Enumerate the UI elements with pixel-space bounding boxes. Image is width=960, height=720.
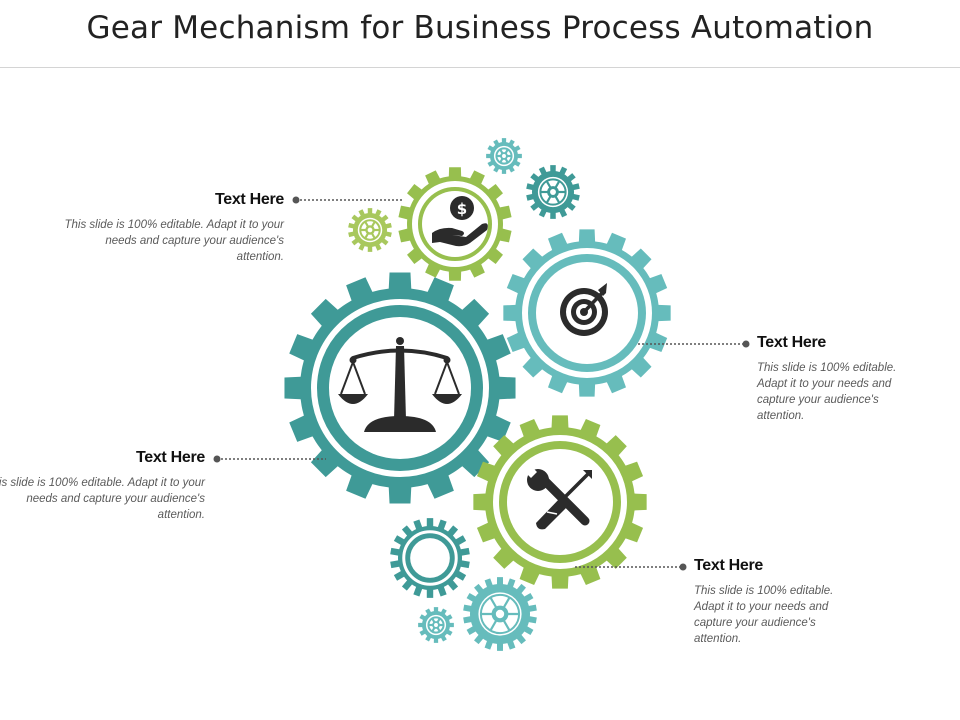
callout-body: This slide is 100% editable. Adapt it to… bbox=[0, 477, 205, 521]
callout-body: This slide is 100% editable. Adapt it to… bbox=[757, 362, 897, 422]
target-icon bbox=[560, 283, 608, 336]
callout-heading: Text Here bbox=[757, 334, 827, 351]
callout-bottom-right: Text Here This slide is 100% editable. A… bbox=[694, 557, 844, 647]
callout-right: Text Here This slide is 100% editable. A… bbox=[757, 334, 907, 424]
gear-small-teal-right bbox=[526, 165, 580, 219]
page-title: Gear Mechanism for Business Process Auto… bbox=[86, 10, 874, 46]
callout-heading: Text Here bbox=[135, 449, 205, 466]
gear-small-teal-tiny bbox=[418, 607, 454, 643]
title-divider bbox=[0, 67, 960, 68]
gear-small-teal-bottom-left bbox=[390, 518, 470, 598]
tools-icon bbox=[521, 462, 592, 530]
callout-heading: Text Here bbox=[694, 557, 764, 574]
gear-small-teal-top bbox=[486, 138, 522, 174]
leader-line-top-left bbox=[292, 196, 404, 204]
callout-heading: Text Here bbox=[214, 191, 284, 208]
callout-body: This slide is 100% editable. Adapt it to… bbox=[64, 219, 284, 263]
gear-green-top bbox=[398, 167, 512, 281]
leader-line-right bbox=[638, 340, 750, 348]
money-hand-icon: $ bbox=[432, 196, 488, 247]
callout-body: This slide is 100% editable. Adapt it to… bbox=[694, 585, 834, 645]
leader-line-left bbox=[213, 455, 326, 463]
gear-small-green-left bbox=[348, 208, 392, 252]
scales-icon bbox=[338, 337, 462, 432]
gear-small-teal-bottom bbox=[463, 577, 537, 651]
svg-text:$: $ bbox=[457, 200, 467, 218]
leader-line-bottom-right bbox=[575, 563, 687, 571]
callout-top-left: Text Here This slide is 100% editable. A… bbox=[64, 191, 285, 265]
callout-left: Text Here This slide is 100% editable. A… bbox=[0, 449, 205, 523]
